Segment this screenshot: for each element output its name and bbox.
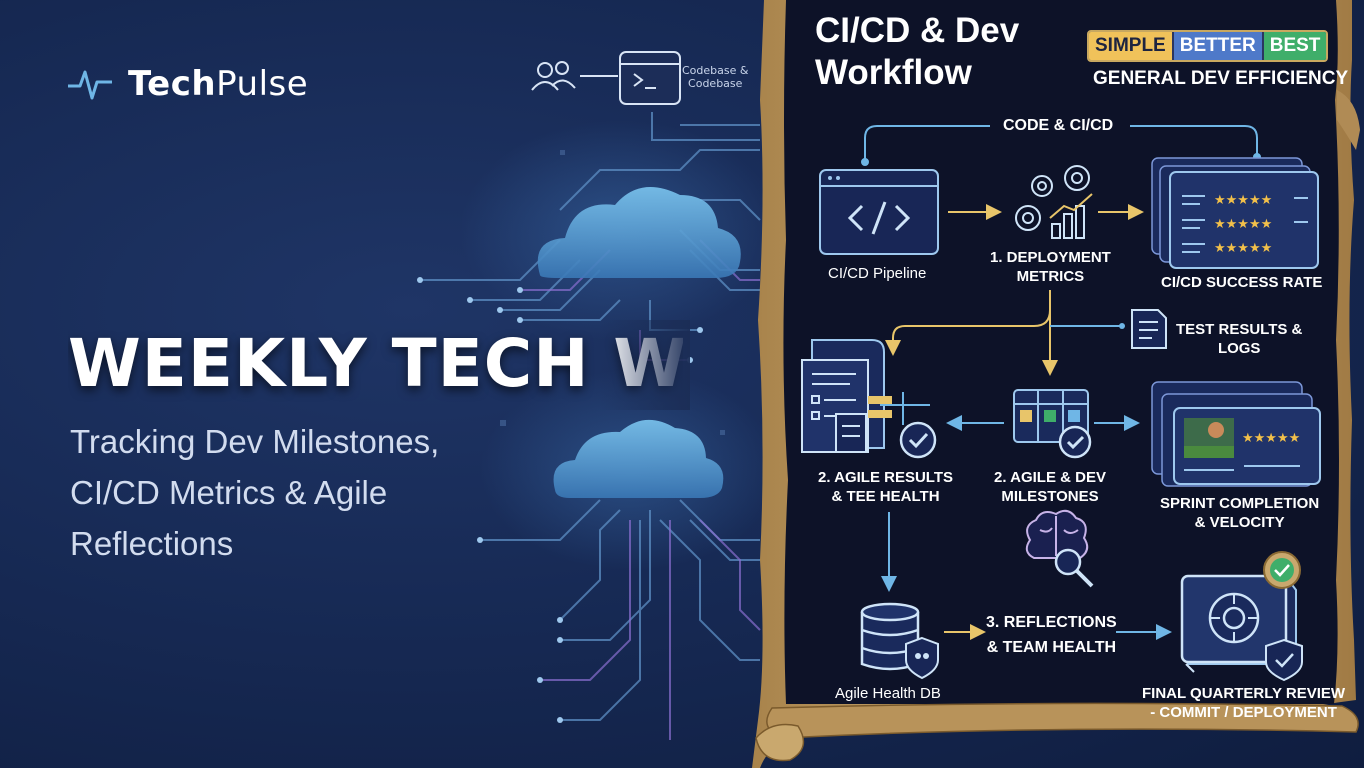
node-label-line: LOGS	[1217, 340, 1261, 357]
node-label-line: SPRINT COMPLETION	[1160, 495, 1320, 512]
rating-cards-icon: ★★★★★ ★★★★★ ★★★★★	[1151, 157, 1319, 269]
codebase-label-line: Codebase &	[682, 64, 749, 77]
cloud-icon	[553, 419, 724, 498]
node-label-line: & VELOCITY	[1194, 514, 1285, 531]
video-cards-icon: ★★★★★	[1151, 381, 1321, 487]
codebase-label: Codebase & Codebase	[682, 64, 748, 90]
document-icon	[1131, 309, 1167, 349]
shield-check-icon	[1263, 551, 1303, 682]
node-label-line: 2. AGILE & DEV	[994, 469, 1106, 486]
hero-subtitle-line: Tracking Dev Milestones,	[70, 423, 440, 460]
code-icon	[819, 169, 939, 255]
node-label-line: TEST RESULTS &	[1176, 321, 1303, 338]
pulse-icon	[68, 70, 112, 100]
terminal-icon	[619, 51, 681, 105]
brand-logo: TechPulse	[66, 64, 308, 104]
hero-subtitle-line: CI/CD Metrics & Agile	[70, 474, 388, 511]
node-label-db: Agile Health DB	[835, 685, 941, 702]
node-label-line: 1. DEPLOYMENT	[990, 249, 1111, 266]
panel-title-line: CI/CD & Dev	[815, 11, 1020, 50]
node-label-line: & TEAM HEALTH	[986, 639, 1117, 656]
panel-title: CI/CD & Dev Workflow	[815, 10, 1019, 94]
rating-badge: SIMPLE BETTER BEST	[1087, 30, 1329, 62]
brand-name: TechPulse	[128, 64, 308, 104]
section-label: CODE & CI/CD	[1003, 117, 1114, 134]
node-label-final-review: FINAL QUARTERLY REVIEW - COMMIT / DEPLOY…	[1142, 684, 1345, 722]
kanban-check-icon	[1013, 389, 1092, 459]
badge-simple: SIMPLE	[1089, 32, 1172, 60]
hero-subtitle-line: Reflections	[70, 525, 234, 562]
users-icon	[531, 61, 576, 91]
node-label-line: 3. REFLECTIONS	[986, 614, 1117, 631]
badge-better: BETTER	[1171, 32, 1262, 60]
svg-text:★★★★★: ★★★★★	[1214, 241, 1272, 256]
node-label-line: FINAL QUARTERLY REVIEW	[1142, 685, 1346, 702]
node-label-agile-results: 2. AGILE RESULTS & TEE HEALTH	[818, 468, 953, 506]
checklist-icon	[801, 339, 937, 459]
brand-name-rest: Pulse	[216, 64, 309, 104]
database-icon	[860, 602, 939, 680]
node-label-reflections: 3. REFLECTIONS & TEAM HEALTH	[986, 610, 1117, 660]
node-label-deployment: 1. DEPLOYMENT METRICS	[990, 248, 1111, 286]
hero-subtitle: Tracking Dev Milestones, CI/CD Metrics &…	[70, 416, 520, 569]
node-label-line: MILESTONES	[1001, 488, 1099, 505]
efficiency-label: GENERAL DEV EFFICIENCY	[1093, 68, 1349, 89]
node-label-pipeline: CI/CD Pipeline	[828, 265, 927, 282]
brand-name-bold: Tech	[128, 64, 217, 104]
node-label-line: METRICS	[1016, 268, 1085, 285]
codebase-label-line: Codebase	[688, 77, 743, 90]
node-label-sprint: SPRINT COMPLETION & VELOCITY	[1160, 494, 1319, 532]
cloud-icon	[537, 187, 741, 278]
node-label-agile-milestones: 2. AGILE & DEV MILESTONES	[994, 468, 1106, 506]
code-cicd-connector	[861, 125, 1261, 166]
svg-text:★★★★★: ★★★★★	[1214, 193, 1272, 208]
vault-icon	[1180, 574, 1297, 673]
svg-text:★★★★★: ★★★★★	[1242, 431, 1300, 446]
panel-title-line: Workflow	[815, 53, 972, 92]
node-label-line: 2. AGILE RESULTS	[818, 469, 954, 486]
node-label-test-results: TEST RESULTS & LOGS	[1176, 320, 1302, 358]
node-label-line: & TEE HEALTH	[831, 488, 940, 505]
hero-title: WEEKLY TECH WIN	[68, 325, 683, 402]
node-label-line: - COMMIT / DEPLOYMENT	[1150, 704, 1337, 721]
gears-chart-icon	[1015, 165, 1093, 239]
node-label-success-rate: CI/CD SUCCESS RATE	[1161, 274, 1323, 291]
badge-best: BEST	[1261, 32, 1327, 60]
hero-title-fade	[600, 320, 690, 410]
brain-magnifier-icon	[1025, 509, 1094, 588]
svg-text:★★★★★: ★★★★★	[1214, 217, 1272, 232]
